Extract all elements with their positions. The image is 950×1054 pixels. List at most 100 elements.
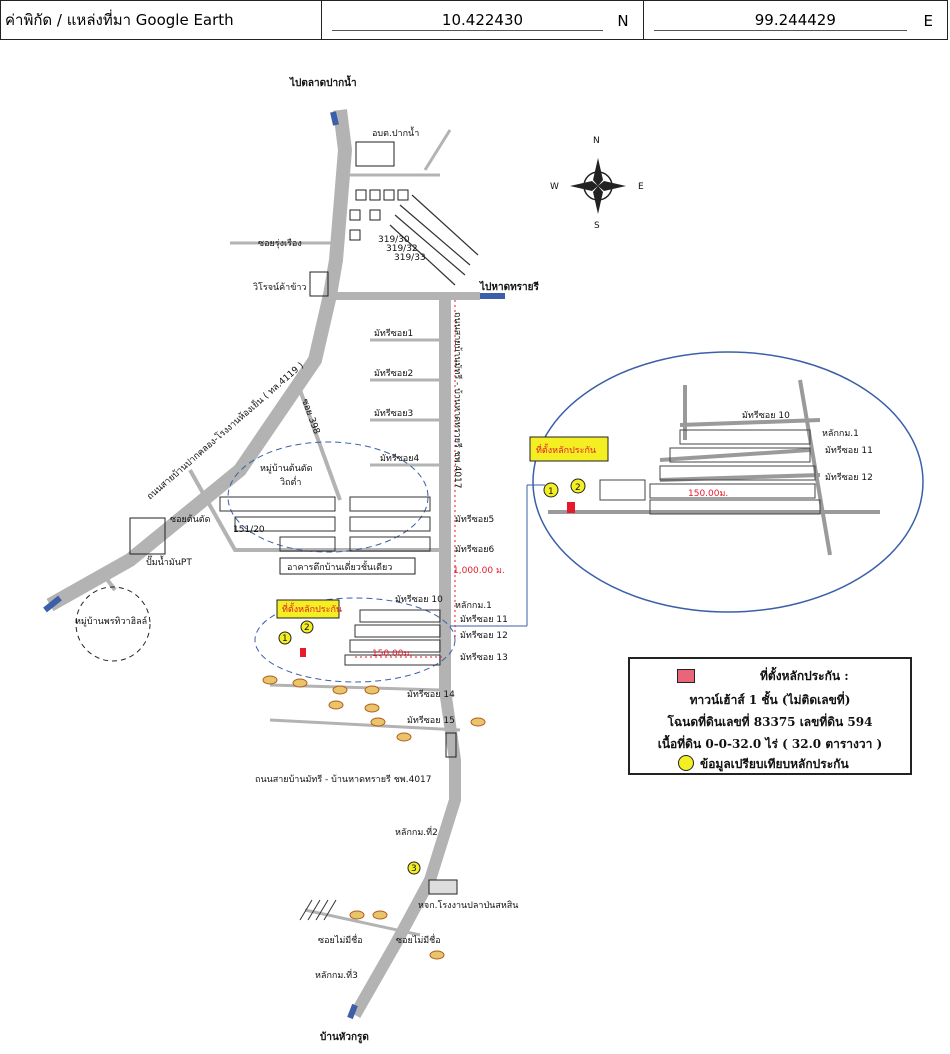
main-road-4119 bbox=[46, 109, 353, 612]
compass-s: S bbox=[594, 221, 600, 231]
label-road-bottom: ถนนสายบ้านมัทรี - บ้านหาดทรายรี ชพ.4017 bbox=[255, 774, 432, 785]
longitude-cell: 99.244429 E bbox=[644, 1, 947, 39]
compass-rose bbox=[570, 158, 626, 214]
trees bbox=[262, 675, 486, 960]
legend-comparison-swatch bbox=[678, 755, 694, 771]
label-319-33: 319/33 bbox=[394, 253, 426, 263]
zoom-inset-boundary bbox=[532, 351, 924, 613]
road-4017 bbox=[349, 300, 461, 1018]
zoom-collateral-tag bbox=[529, 436, 609, 462]
zoom-num-2: 2 bbox=[575, 483, 581, 493]
compass-w: W bbox=[550, 182, 559, 192]
legend-line-2: โฉนดที่ดินเลขที่ 83375 เลขที่ดิน 594 bbox=[667, 715, 873, 729]
rows-bottom bbox=[299, 899, 337, 921]
zoom-collateral-marker bbox=[567, 502, 575, 513]
label-to-hua-krut: บ้านหัวกรูด bbox=[320, 1031, 369, 1044]
label-soi-10: มัทรีซอย 10 bbox=[395, 594, 443, 605]
comparison-2-zoom bbox=[570, 478, 586, 494]
comparison-3 bbox=[407, 861, 421, 875]
legend-line-1: ทาวน์เฮ้าส์ 1 ชั้น (ไม่ติดเลขที่) bbox=[689, 693, 851, 707]
label-to-pak-nam: ไปตลาดปากน้ำ bbox=[289, 75, 357, 89]
arrow-to-hua-krut bbox=[347, 1003, 358, 1020]
label-dist-150: 150.00ม. bbox=[372, 649, 412, 659]
factory-building bbox=[428, 879, 458, 895]
arrow-to-village bbox=[43, 595, 62, 613]
rice-mill-building bbox=[309, 271, 329, 297]
label-factory: หจก.โรงงานปลาป่นสหสิน bbox=[418, 900, 518, 911]
legend-collateral-swatch bbox=[677, 669, 695, 683]
label-soi-15: มัทรีซอย 15 bbox=[407, 715, 455, 726]
comparison-2 bbox=[300, 620, 314, 634]
latitude-direction: N bbox=[617, 12, 629, 30]
label-pt: ปั๊มน้ำมันPT bbox=[146, 555, 192, 568]
num-2: 2 bbox=[304, 623, 310, 633]
label-phrathip: หมู่บ้านพรทิวาฮิลล์ bbox=[75, 615, 147, 627]
comparison-1-zoom bbox=[543, 482, 559, 498]
coordinate-source-label: ค่าพิกัด / แหล่งที่มา Google Earth bbox=[1, 1, 323, 39]
village-rows bbox=[219, 496, 431, 552]
longitude-value: 99.244429 bbox=[754, 11, 836, 29]
village-phrathip bbox=[75, 586, 151, 662]
townhouse-rows-top bbox=[389, 194, 479, 286]
compass-n: N bbox=[593, 136, 600, 146]
label-km-2: หลักกม.ที่2 bbox=[395, 825, 438, 838]
label-soi-14: มัทรีซอย 14 bbox=[407, 689, 455, 700]
label-soi-unnamed-1: ซอยไม่มีชื่อ bbox=[318, 933, 363, 946]
compass-e: E bbox=[638, 182, 644, 192]
label-soi-11: มัทรีซอย 11 bbox=[460, 614, 508, 625]
comparison-1 bbox=[278, 631, 292, 645]
zoom-label-collateral-tag: ที่ตั้งหลักประกัน bbox=[536, 443, 596, 456]
latitude-cell: 10.422430 N bbox=[322, 1, 644, 39]
label-collateral-tag: ที่ตั้งหลักประกัน bbox=[282, 602, 342, 615]
label-soi-2: มัทรีซอย2 bbox=[374, 368, 413, 379]
label-soi-5: มัทรีซอย5 bbox=[455, 514, 494, 525]
single-storey-box bbox=[279, 557, 416, 575]
label-soi-12: มัทรีซอย 12 bbox=[460, 630, 508, 641]
label-151-20: 151/20 bbox=[233, 525, 265, 535]
zoom-roads bbox=[548, 379, 880, 556]
label-soi-ton-tat: ซอยต้นตัด bbox=[170, 514, 211, 525]
label-soi-unnamed-2: ซอยไม่มีชื่อ bbox=[396, 933, 441, 946]
zoom-num-1: 1 bbox=[548, 487, 554, 497]
label-abt: อบต.ปากน้ำ bbox=[372, 126, 419, 139]
label-soi-398: ซอย 398 bbox=[299, 398, 321, 436]
longitude-direction: E bbox=[923, 12, 933, 30]
legend-line-4: ข้อมูลเปรียบเทียบหลักประกัน bbox=[700, 757, 849, 771]
zoom-label-soi-10: มัทรีซอย 10 bbox=[742, 410, 790, 421]
label-km-3: หลักกม.ที่3 bbox=[315, 968, 358, 981]
label-rice-mill: วิโรจน์ค้าข้าว bbox=[253, 281, 306, 293]
label-dist-1000: 1,000.00 ม. bbox=[453, 566, 505, 576]
abt-building bbox=[355, 141, 395, 167]
collateral-marker bbox=[300, 648, 306, 657]
collateral-tag bbox=[276, 599, 340, 619]
label-single-storey: อาคารตึกบ้านเดี่ยวชั้นเดียว bbox=[287, 560, 392, 573]
label-soi-3: มัทรีซอย3 bbox=[374, 408, 413, 419]
zoom-label-dist: 150.00ม. bbox=[688, 489, 728, 499]
label-soi-1: มัทรีซอย1 bbox=[374, 328, 413, 339]
label-soi-6: มัทรีซอย6 bbox=[455, 544, 494, 555]
legend-line-3: เนื้อที่ดิน 0-0-32.0 ไร่ ( 32.0 ตารางวา … bbox=[657, 737, 883, 751]
zoom-label-km-1: หลักกม.1 bbox=[822, 429, 859, 439]
zoom-townhouse-rows bbox=[599, 429, 821, 515]
label-km-1: หลักกม.1 bbox=[455, 601, 492, 611]
legend-title: ที่ตั้งหลักประกัน : bbox=[760, 669, 849, 683]
label-to-beach: ไปหาดทรายรี bbox=[479, 280, 540, 293]
num-1: 1 bbox=[282, 634, 288, 644]
label-soi-4: มัทรีซอย4 bbox=[380, 453, 419, 464]
zoom-label-soi-11: มัทรีซอย 11 bbox=[825, 445, 873, 456]
label-village-2: วิถต่ำ bbox=[280, 475, 301, 488]
label-319-30: 319/30 bbox=[378, 235, 410, 245]
coordinate-header: ค่าพิกัด / แหล่งที่มา Google Earth 10.42… bbox=[0, 0, 948, 40]
houses-cluster bbox=[349, 189, 409, 241]
num-3: 3 bbox=[411, 864, 417, 874]
label-road-vertical: ถนนสายบ้านมัทรี - บ้านหาดทรายรี ชพ.4017 bbox=[452, 312, 463, 489]
arrow-to-pak-nam bbox=[330, 111, 339, 126]
label-soi-rung-rueang: ซอยรุ่งเรือง bbox=[258, 238, 302, 249]
latitude-value: 10.422430 bbox=[441, 11, 524, 29]
matri-soi-roads bbox=[370, 338, 440, 467]
label-soi-13: มัทรีซอย 13 bbox=[460, 652, 508, 663]
legend: ที่ตั้งหลักประกัน : ทาวน์เฮ้าส์ 1 ชั้น (… bbox=[628, 657, 912, 775]
label-village: หมู่บ้านต้นตัด bbox=[260, 463, 313, 474]
collateral-area bbox=[254, 597, 456, 683]
